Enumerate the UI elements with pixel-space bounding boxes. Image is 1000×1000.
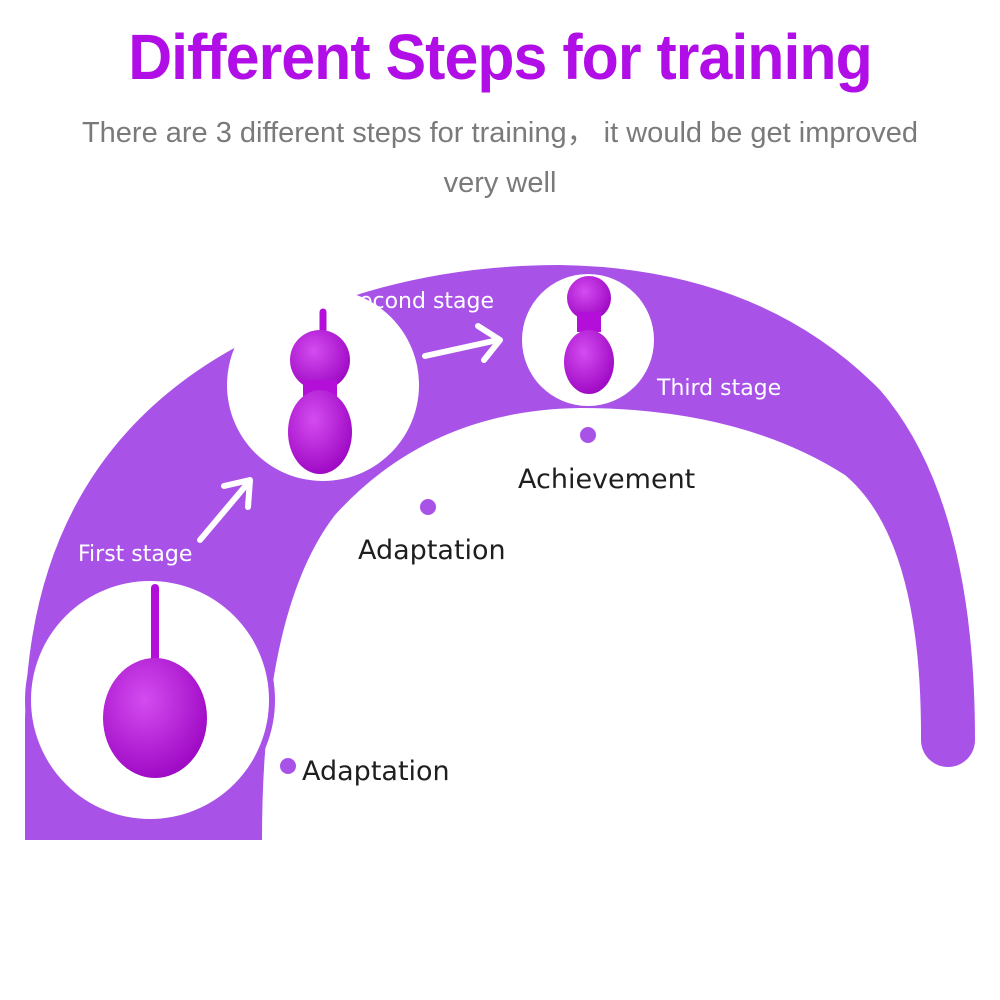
achievement-label: Achievement — [518, 464, 695, 495]
adaptation-low-label: Adaptation — [302, 756, 450, 787]
second-stage-label: Second stage — [345, 289, 494, 314]
arrow-first-to-second — [197, 477, 253, 543]
page-title: Different Steps for training — [128, 21, 873, 93]
arrow-second-to-third — [422, 323, 503, 363]
achievement-dot — [580, 427, 596, 443]
first-stage-product — [25, 575, 275, 825]
adaptation-mid-dot — [420, 499, 436, 515]
first-stage-label: First stage — [78, 542, 192, 567]
third-stage-product — [522, 274, 654, 406]
third-stage-label: Third stage — [656, 376, 781, 401]
adaptation-mid-label: Adaptation — [358, 535, 506, 566]
second-stage-product — [227, 289, 419, 481]
adaptation-low-dot — [280, 758, 296, 774]
page-subtitle: There are 3 different steps for training… — [81, 117, 919, 199]
